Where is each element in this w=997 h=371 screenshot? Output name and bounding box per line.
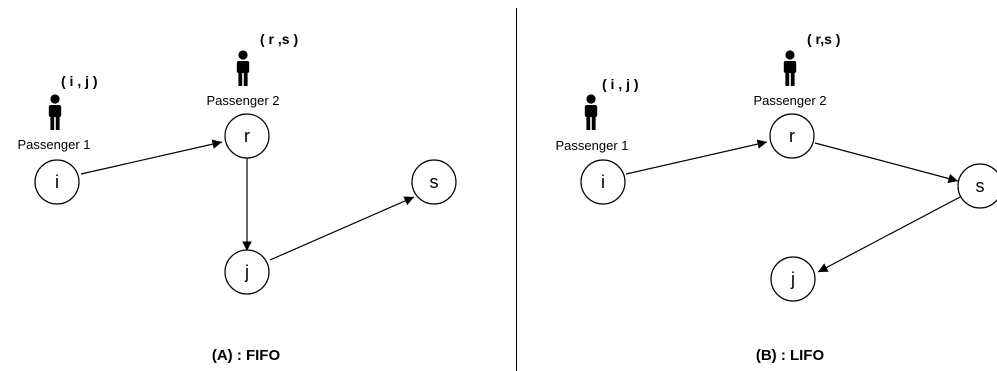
- passenger-label: Passenger 2: [754, 93, 827, 108]
- edge-i-r: [80, 139, 223, 175]
- node-label: i: [55, 172, 59, 192]
- passenger-1: ( i , j ) Passenger 1: [556, 76, 639, 153]
- panel-caption: (B) : LIFO: [756, 347, 825, 364]
- od-pair-label: ( i , j ): [61, 73, 98, 89]
- node-j: j: [770, 256, 816, 302]
- od-pair-label: ( r ,s ): [260, 31, 298, 47]
- person-icon: [584, 94, 598, 130]
- panel-lifo: i r s j ( i , j ) Passenger 1 ( r,s ) Pa…: [556, 31, 997, 364]
- edge-i-r: [625, 139, 768, 175]
- node-label: j: [244, 262, 249, 282]
- node-i: i: [34, 159, 80, 205]
- node-label: j: [790, 269, 795, 289]
- edge-j-s: [269, 196, 415, 261]
- person-icon: [236, 50, 250, 86]
- node-j: j: [224, 249, 270, 295]
- od-pair-label: ( r,s ): [807, 31, 840, 47]
- edge-r-s: [814, 142, 959, 184]
- person-icon: [48, 94, 62, 130]
- panel-caption: (A) : FIFO: [212, 347, 281, 364]
- passenger-label: Passenger 2: [207, 93, 280, 108]
- node-s: s: [957, 163, 997, 209]
- node-s: s: [411, 159, 457, 205]
- passenger-2: ( r,s ) Passenger 2: [754, 31, 841, 108]
- person-icon: [783, 50, 797, 86]
- passenger-label: Passenger 1: [18, 137, 91, 152]
- node-label: s: [430, 172, 439, 192]
- node-r: r: [224, 113, 270, 159]
- passenger-1: ( i , j ) Passenger 1: [18, 73, 98, 152]
- passenger-2: ( r ,s ) Passenger 2: [207, 31, 299, 108]
- od-pair-label: ( i , j ): [602, 76, 639, 92]
- node-label: r: [789, 126, 795, 146]
- node-label: r: [244, 126, 250, 146]
- edge-s-j: [817, 195, 963, 273]
- node-label: s: [976, 176, 985, 196]
- node-i: i: [580, 159, 626, 205]
- node-r: r: [769, 113, 815, 159]
- panel-fifo: i r j s ( i , j ) Passenger 1 ( r ,s ) P…: [18, 31, 457, 364]
- node-label: i: [601, 172, 605, 192]
- passenger-label: Passenger 1: [556, 138, 629, 153]
